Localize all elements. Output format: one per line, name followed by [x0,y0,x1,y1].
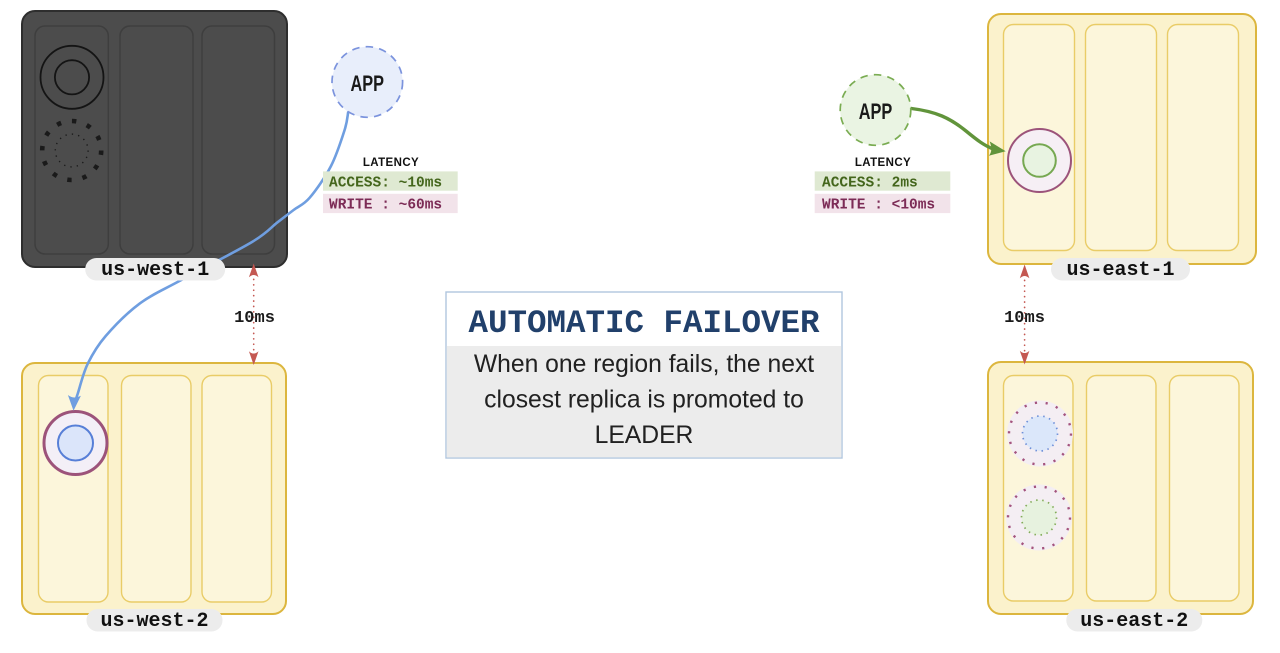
svg-text:WRITE : <10ms: WRITE : <10ms [822,198,935,214]
svg-text:us-east-1: us-east-1 [1066,259,1174,282]
svg-text:APP: APP [859,99,893,124]
svg-text:10ms: 10ms [1004,309,1045,328]
svg-text:ACCESS: 2ms: ACCESS: 2ms [822,175,918,191]
svg-text:LATENCY: LATENCY [363,157,419,169]
svg-text:us-west-2: us-west-2 [100,610,208,633]
svg-text:closest replica is promoted to: closest replica is promoted to [484,387,804,414]
svg-text:us-west-1: us-west-1 [101,259,209,282]
svg-text:When one region fails, the nex: When one region fails, the next [474,351,814,378]
svg-text:WRITE : ~60ms: WRITE : ~60ms [329,198,442,214]
svg-text:LATENCY: LATENCY [855,157,911,169]
svg-text:APP: APP [351,71,385,96]
svg-text:us-east-2: us-east-2 [1080,610,1188,633]
svg-text:10ms: 10ms [234,309,275,328]
svg-text:ACCESS: ~10ms: ACCESS: ~10ms [329,175,442,191]
svg-text:AUTOMATIC FAILOVER: AUTOMATIC FAILOVER [468,305,820,342]
svg-text:LEADER: LEADER [595,422,694,449]
